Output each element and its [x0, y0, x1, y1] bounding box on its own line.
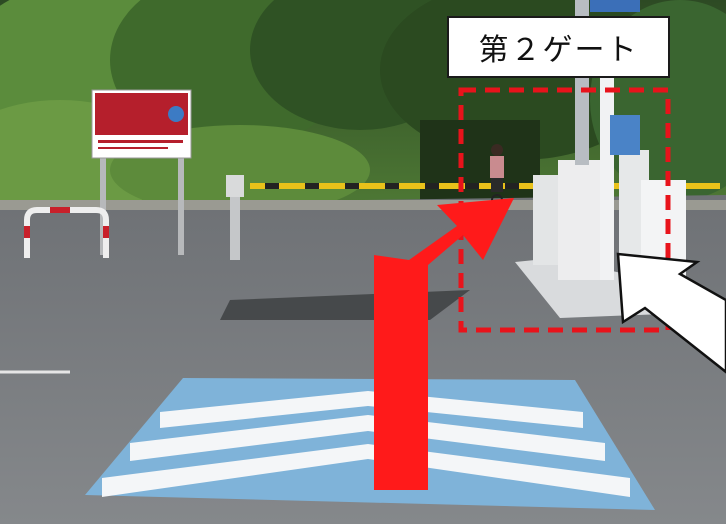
direction-arrow-icon — [356, 198, 514, 490]
info-signboard — [91, 89, 192, 255]
crossing-marking — [85, 378, 655, 510]
bollard-rail — [24, 207, 109, 258]
callout-arrow-icon — [616, 252, 726, 374]
small-post — [226, 175, 244, 260]
gate-caption: 第２ゲート — [447, 16, 670, 78]
